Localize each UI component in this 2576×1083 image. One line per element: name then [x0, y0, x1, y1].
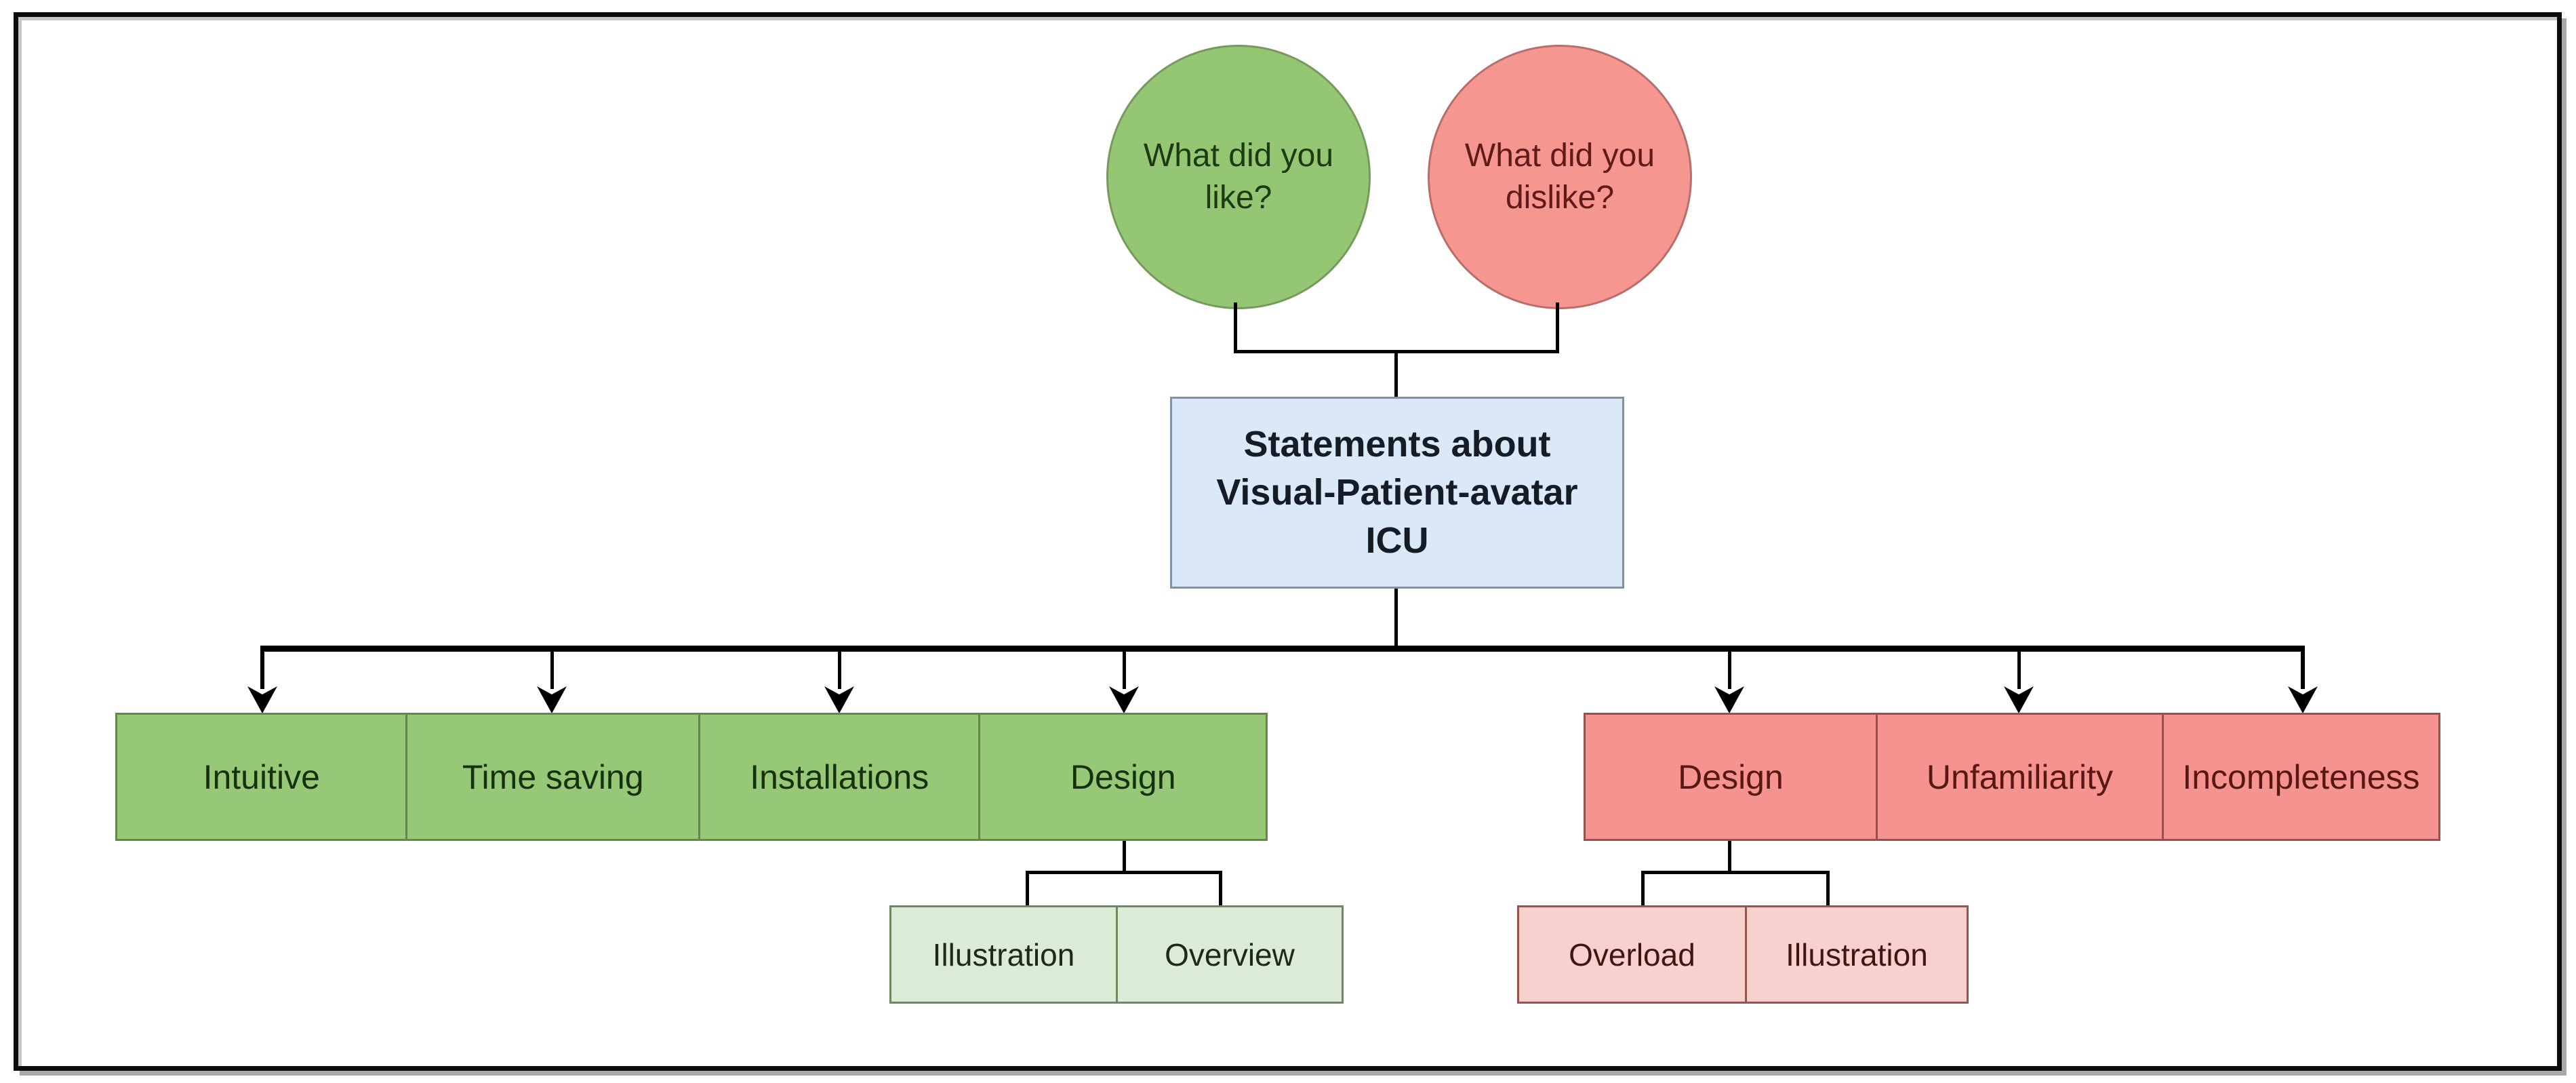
- branch-box-installations: Installations: [698, 715, 979, 839]
- subbox-overload: Overload: [1569, 937, 1695, 972]
- arrow-down-icon: [2004, 686, 2034, 713]
- branch-box-design-like: Design: [978, 715, 1266, 839]
- connector-line-distribution: [260, 646, 2305, 652]
- connector-split-red: [1641, 871, 1830, 874]
- connector-drop-overload: [1641, 871, 1645, 905]
- connector-drop-incompleteness: [2301, 646, 2305, 689]
- like-branches-row: Intuitive Time saving Installations Desi…: [115, 713, 1268, 841]
- arrow-down-icon: [1109, 686, 1139, 713]
- branch-box-design-dislike: Design: [1678, 757, 1784, 796]
- branch-box-incompleteness: Incompleteness: [2161, 715, 2438, 839]
- subbox-overview: Overview: [1116, 907, 1342, 1002]
- connector-drop-design-dislike: [1728, 648, 1731, 689]
- root-statement-label: Statements about Visual-Patient-avatar I…: [1216, 423, 1578, 562]
- connector-drop-illustration-dislike: [1826, 871, 1830, 905]
- connector-drop-installations: [838, 648, 841, 689]
- like-question-label: What did you like?: [1143, 137, 1334, 216]
- arrow-down-icon: [2288, 686, 2318, 713]
- connector-line-root-top: [1394, 353, 1398, 398]
- arrow-down-icon: [247, 686, 277, 713]
- branch-box-unfamiliarity: Unfamiliarity: [1875, 715, 2162, 839]
- connector-drop-overview: [1219, 871, 1222, 905]
- connector-drop-red-design-child: [1728, 841, 1731, 873]
- arrow-down-icon: [537, 686, 567, 713]
- connector-drop-intuitive: [260, 646, 264, 689]
- connector-split-green: [1026, 871, 1222, 874]
- arrow-down-icon: [824, 686, 854, 713]
- arrow-down-icon: [1714, 686, 1744, 713]
- connector-line-root-bottom: [1394, 589, 1398, 648]
- connector-drop-unfamiliarity: [2017, 648, 2021, 689]
- root-statement-box: Statements about Visual-Patient-avatar I…: [1170, 397, 1624, 589]
- connector-line-dislike-stem: [1556, 302, 1559, 353]
- branch-box-intuitive: Intuitive: [203, 757, 320, 796]
- branch-box-time-saving: Time saving: [405, 715, 698, 839]
- connector-drop-time-saving: [550, 648, 554, 689]
- like-design-children-row: Illustration Overview: [889, 905, 1344, 1004]
- like-question-circle: What did you like?: [1106, 45, 1371, 309]
- dislike-question-circle: What did you dislike?: [1428, 45, 1692, 309]
- connector-drop-illustration-like: [1026, 871, 1029, 905]
- connector-line-like-stem: [1234, 302, 1237, 353]
- connector-drop-green-design-child: [1123, 841, 1126, 873]
- connector-line-circle-join: [1234, 350, 1559, 353]
- dislike-branches-row: Design Unfamiliarity Incompleteness: [1584, 713, 2440, 841]
- dislike-design-children-row: Overload Illustration: [1517, 905, 1969, 1004]
- dislike-question-label: What did you dislike?: [1464, 137, 1655, 216]
- connector-drop-design-like: [1123, 648, 1126, 689]
- subbox-illustration-like: Illustration: [932, 937, 1075, 972]
- subbox-illustration-dislike: Illustration: [1744, 907, 1967, 1002]
